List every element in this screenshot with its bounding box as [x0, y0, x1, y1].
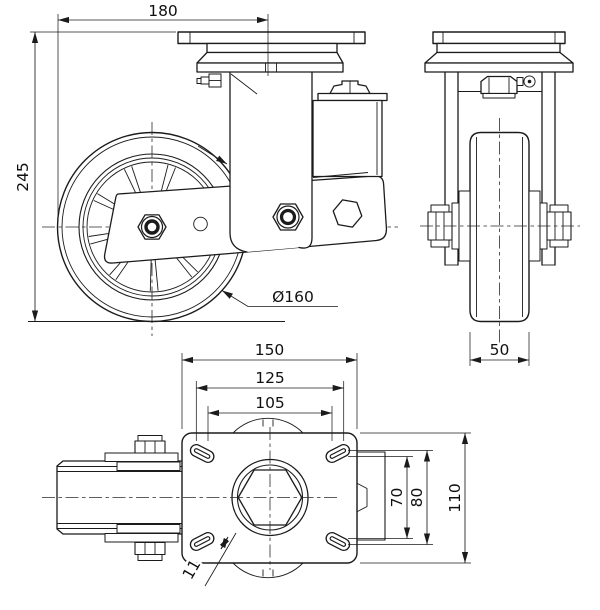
tread-leader-arrow — [197, 145, 228, 165]
wheel-front — [469, 131, 530, 323]
axle-plan — [104, 435, 181, 561]
dim-50: 50 — [469, 332, 530, 366]
side-view: 180 245 Ø160 — [12, 0, 398, 336]
mounting-plate-front — [424, 31, 574, 73]
front-view: 50 — [420, 31, 580, 366]
dim-70: 70 — [348, 456, 413, 539]
swivel-boss-arcs — [232, 417, 304, 579]
fork-leg-side — [229, 71, 313, 253]
dim-text-105: 105 — [255, 394, 285, 412]
plan-view: 150 125 105 70 80 — [42, 339, 471, 587]
dim-text-245: 245 — [14, 162, 32, 192]
dim-text-50: 50 — [490, 341, 510, 359]
dim-text-160: Ø160 — [272, 288, 314, 306]
mounting-slots — [189, 444, 351, 551]
dim-text-180: 180 — [148, 2, 178, 20]
dim-125: 125 — [195, 367, 345, 441]
dim-245: 245 — [12, 31, 176, 322]
axle-nut — [137, 214, 167, 240]
dim-text-125: 125 — [255, 369, 285, 387]
housing-lug — [357, 483, 368, 512]
dim-180: 180 — [57, 0, 269, 222]
spring-housing-plan — [356, 451, 386, 541]
spring-bolt-hex — [332, 199, 363, 228]
slot-bottom-left — [189, 532, 215, 551]
slot-top-left — [189, 444, 215, 463]
slot-bottom-right — [325, 532, 351, 551]
swivel-nut-front — [480, 75, 518, 99]
arm-hole — [193, 216, 208, 232]
grease-fitting-side — [196, 73, 222, 88]
dim-150: 150 — [181, 339, 358, 429]
dim-80: 80 — [348, 450, 433, 545]
slot-top-right — [325, 444, 351, 463]
dim-text-80: 80 — [408, 488, 426, 508]
dim-110: 110 — [360, 432, 471, 564]
dim-wheel-diameter: Ø160 — [221, 286, 338, 309]
kingpin-nut — [272, 203, 304, 231]
mounting-plate-side — [177, 31, 366, 73]
dim-text-150: 150 — [255, 341, 285, 359]
dim-105: 105 — [207, 392, 333, 441]
dim-text-70: 70 — [388, 488, 406, 508]
spring-housing-side — [312, 80, 388, 178]
grease-fitting-front — [516, 75, 536, 88]
dim-text-110: 110 — [446, 483, 464, 513]
axle-front — [427, 190, 572, 262]
leg-chamfer-line — [230, 73, 258, 95]
